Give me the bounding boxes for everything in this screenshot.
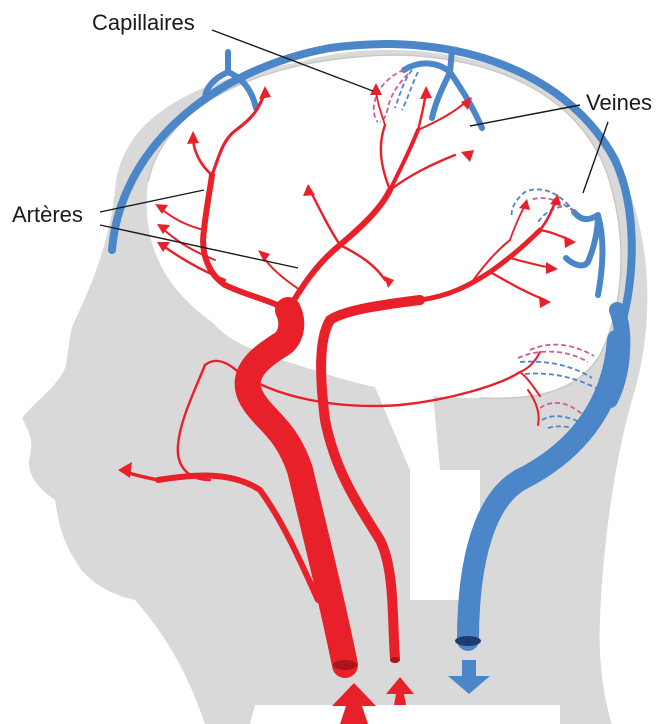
label-capillaries: Capillaires <box>92 12 195 34</box>
label-veins: Veines <box>586 92 652 114</box>
vein-opening <box>455 636 481 646</box>
label-arteries: Artères <box>12 204 83 226</box>
artery-opening-carotid <box>333 660 357 670</box>
artery-opening-vertebral <box>390 657 400 663</box>
